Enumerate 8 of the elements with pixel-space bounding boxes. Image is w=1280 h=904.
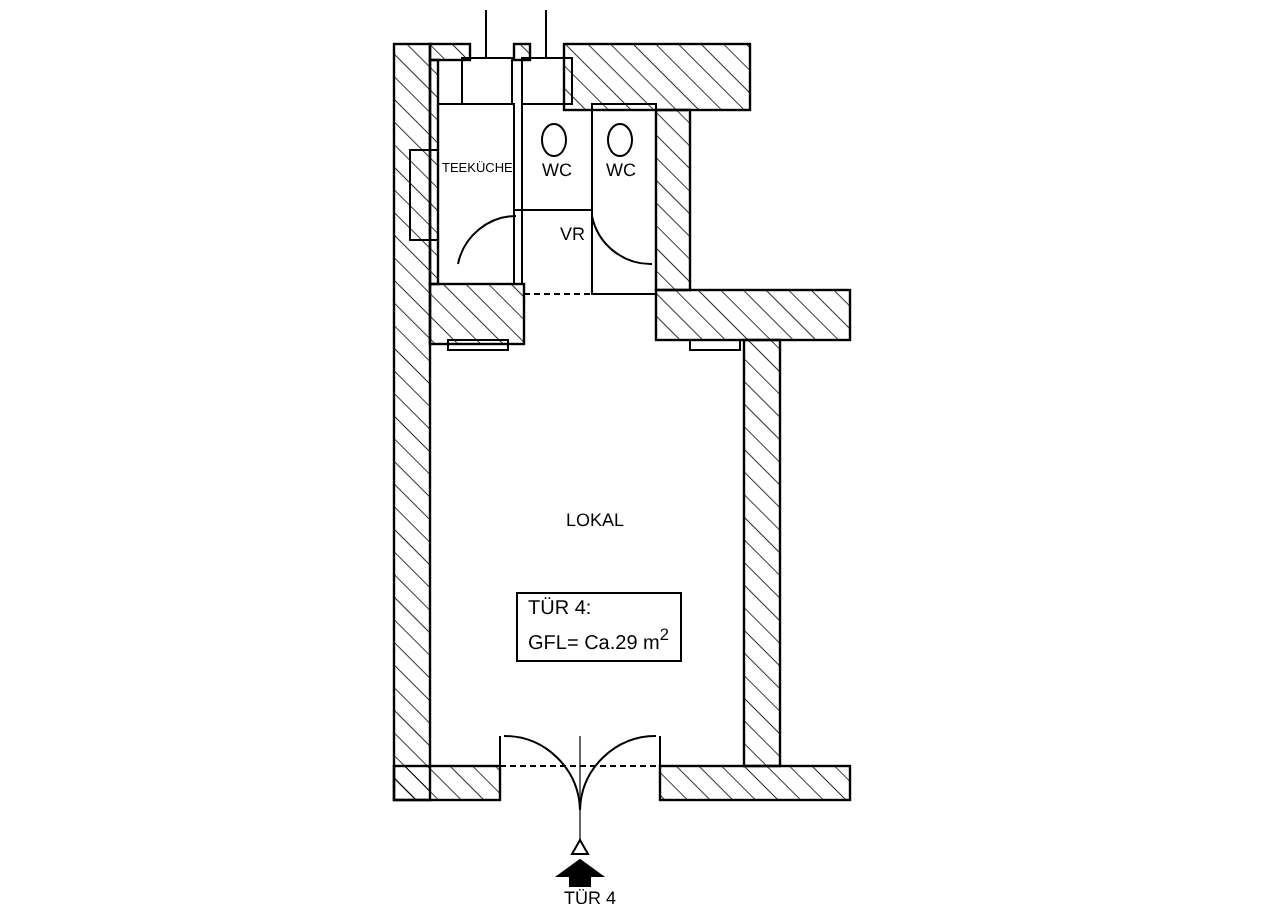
- room-label: VR: [560, 224, 586, 244]
- info-text: GFL= Ca.29 m$^{2}$: [528, 622, 669, 657]
- room-label: WC: [606, 160, 636, 180]
- info-box: [516, 592, 681, 663]
- room-label: LOKAL: [566, 510, 625, 530]
- entrance-label: TÜR 4: [564, 888, 617, 904]
- info-text: TÜR 4:: [528, 598, 594, 622]
- room-label: WC: [542, 160, 572, 180]
